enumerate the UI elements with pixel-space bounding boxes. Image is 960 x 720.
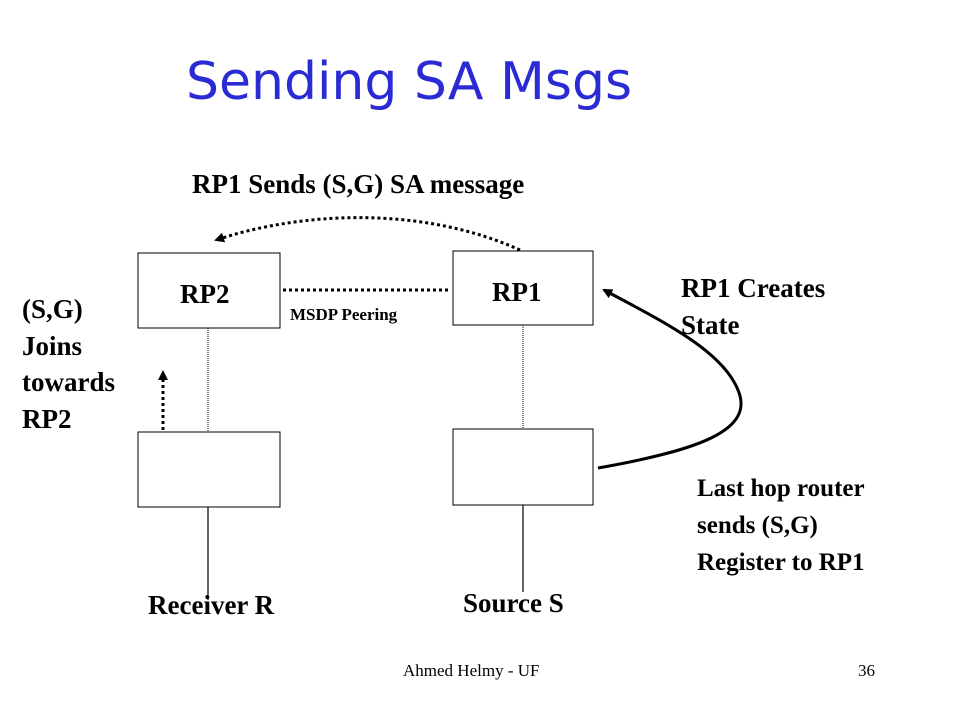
joins-note: (S,G) Joins towards RP2 (22, 291, 152, 437)
rp1-box (452, 250, 594, 326)
register-arrow (597, 288, 743, 470)
joins-line: RP2 (22, 403, 72, 434)
sa-message-arrow (214, 216, 521, 252)
joins-line: towards (22, 367, 115, 397)
rp2-label: RP2 (180, 279, 230, 309)
register-line: Last hop router (697, 475, 865, 502)
slide-title: Sending SA Msgs (186, 52, 633, 112)
sa-message-caption: RP1 Sends (S,G) SA message (192, 169, 525, 199)
receiver-router-box (137, 431, 281, 508)
register-line: sends (S,G) (697, 512, 818, 539)
rp1-creates-line: RP1 Creates (681, 273, 826, 303)
receiver-label: Receiver R (148, 590, 275, 620)
rp1-creates-line: State (681, 310, 740, 340)
msdp-peering-label: MSDP Peering (290, 305, 398, 324)
joins-line: Joins (22, 330, 83, 361)
rp1-label: RP1 (492, 277, 542, 307)
source-label: Source S (463, 588, 564, 618)
rp1-creates-state-note: RP1 Creates State (681, 270, 881, 344)
footer-author: Ahmed Helmy - UF (403, 661, 540, 680)
slide-number: 36 (858, 661, 875, 680)
register-note: Last hop router sends (S,G) Register to … (697, 470, 937, 581)
rp2-box (137, 252, 281, 329)
joins-line: (S,G) (22, 294, 83, 324)
register-line: Register to RP1 (697, 549, 865, 576)
source-router-box (452, 428, 594, 506)
